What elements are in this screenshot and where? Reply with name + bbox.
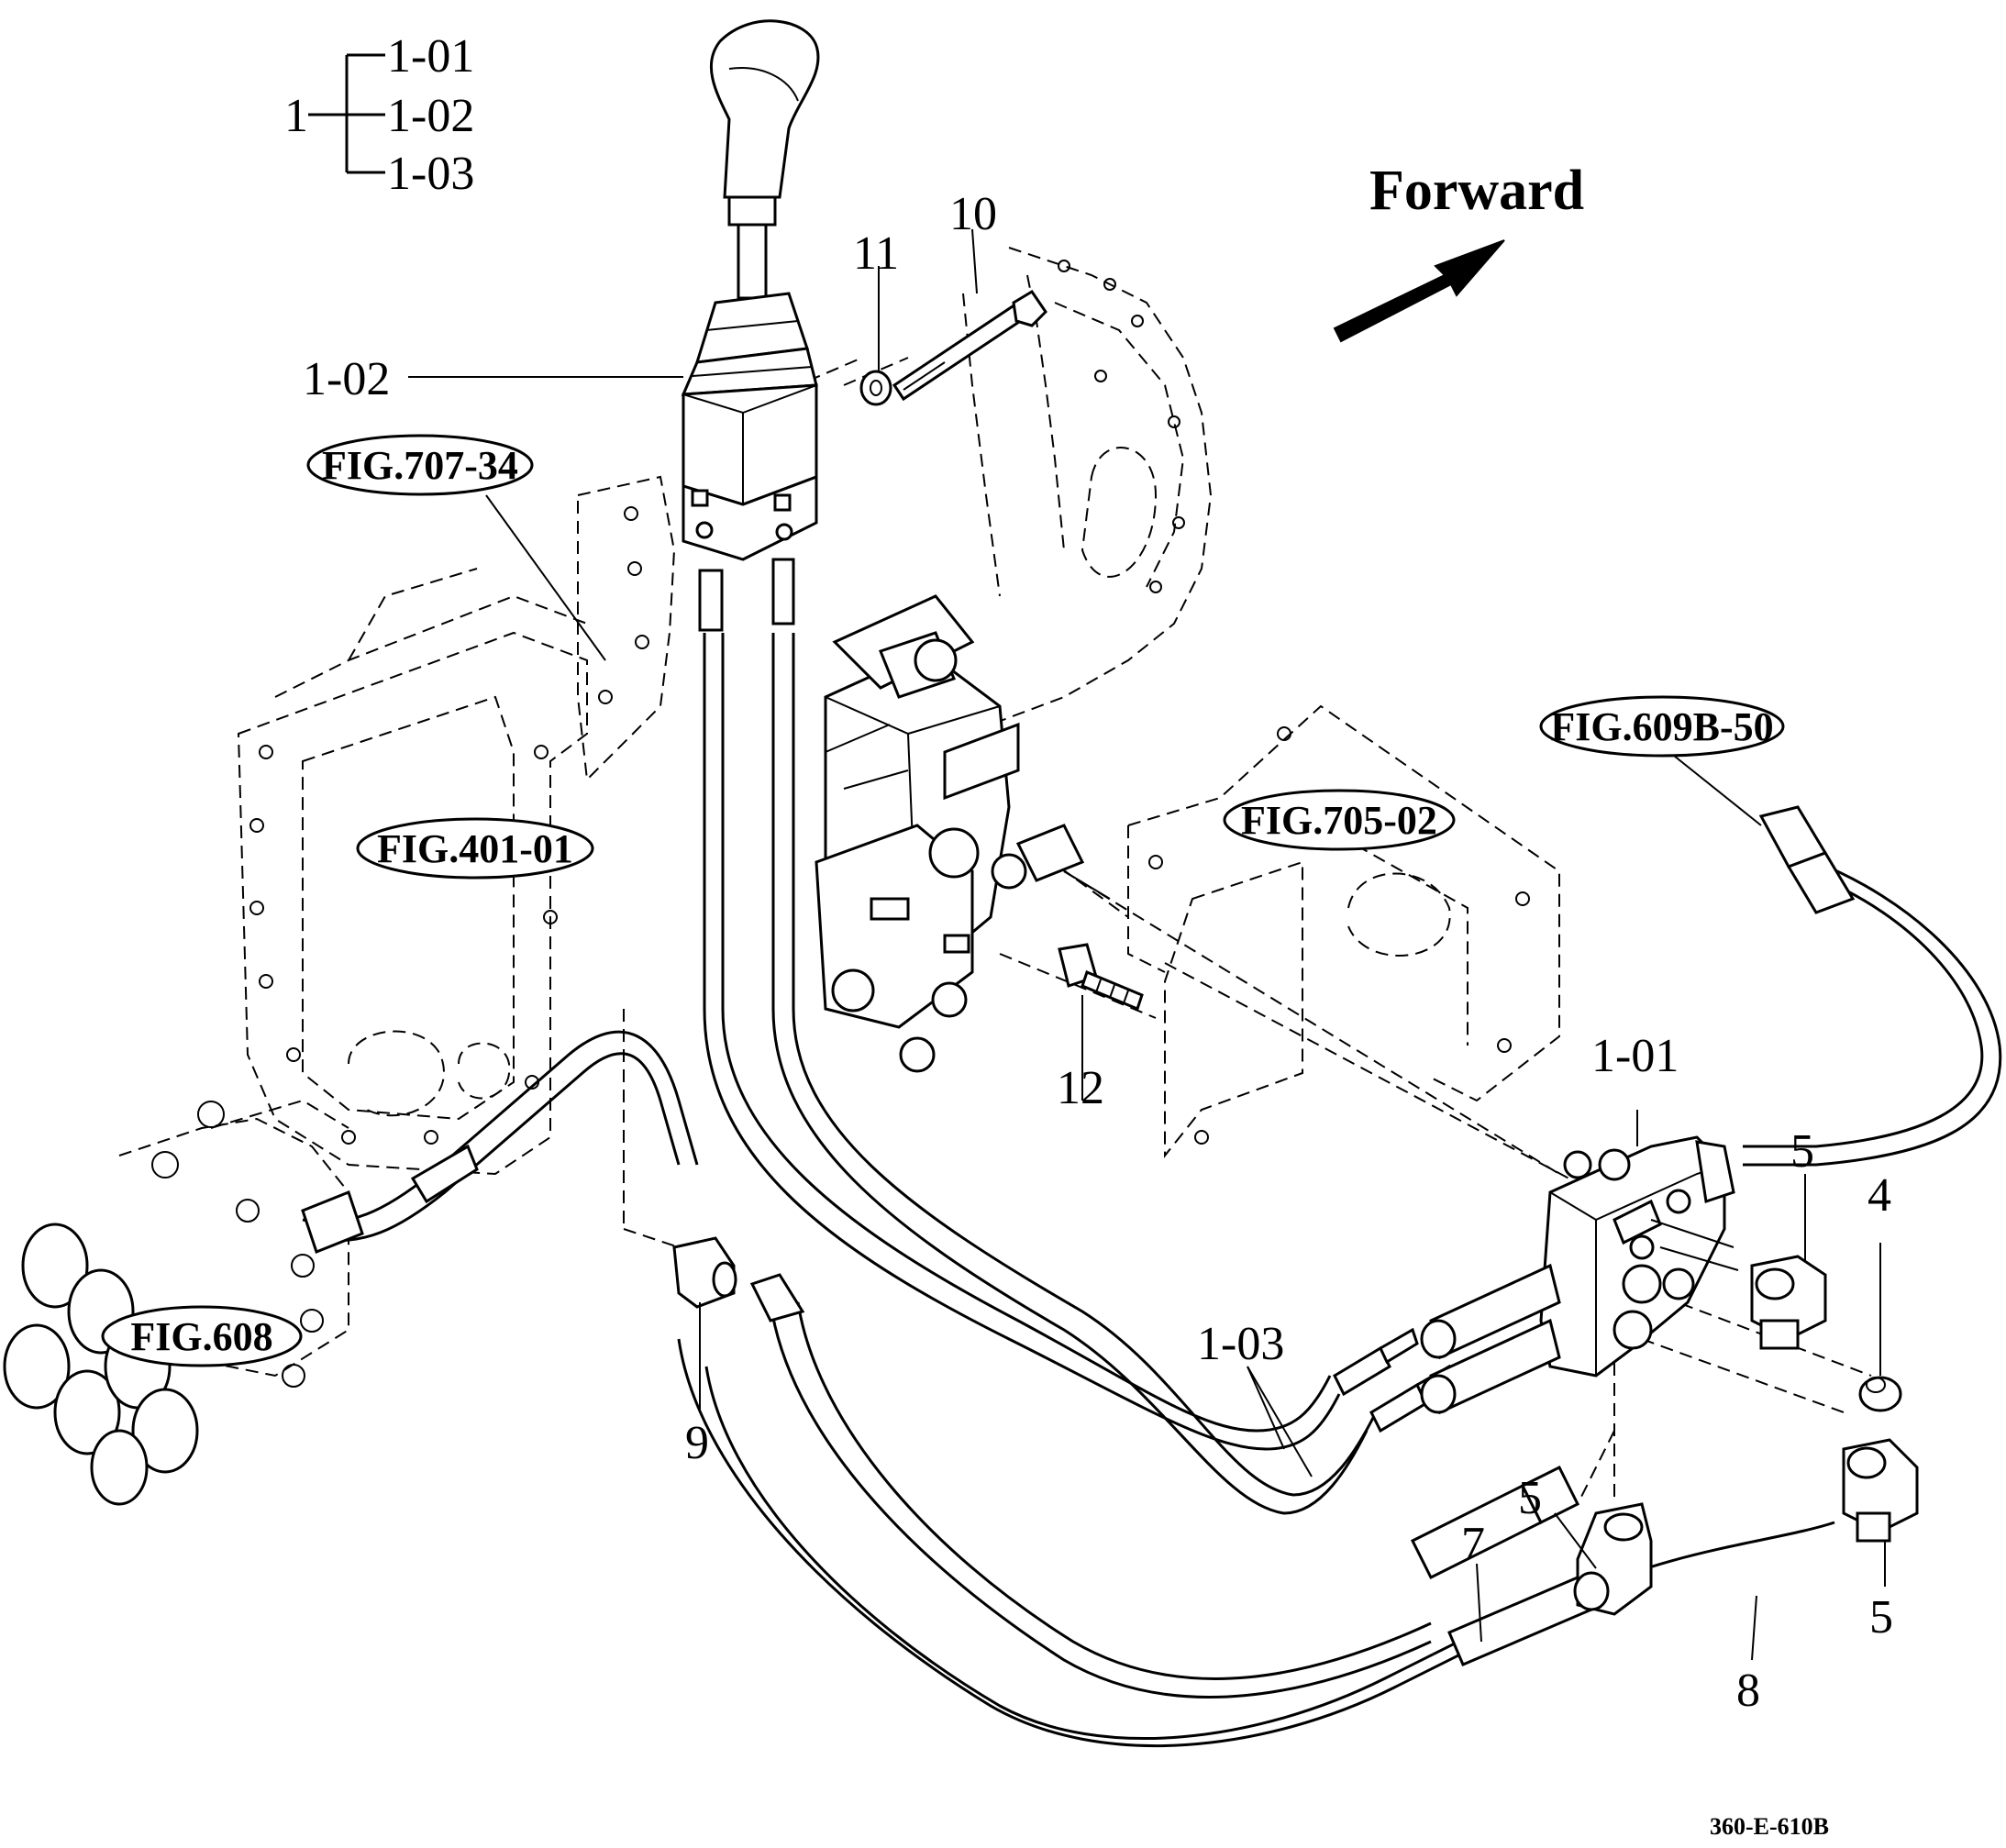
callout-8: 8 bbox=[1736, 1665, 1760, 1717]
ref-fig705-02[interactable]: FIG.705-02 bbox=[1223, 789, 1456, 851]
ref-fig707-34[interactable]: FIG.707-34 bbox=[306, 434, 534, 496]
callout-4: 4 bbox=[1867, 1169, 1891, 1222]
callout-11: 11 bbox=[853, 227, 899, 280]
hose-fig609 bbox=[1743, 805, 2002, 1167]
svg-text:FIG.609B-50: FIG.609B-50 bbox=[1550, 704, 1773, 749]
phantom-bracket-plate bbox=[577, 475, 676, 782]
callout-1-03: 1-03 bbox=[1197, 1318, 1284, 1370]
elbow-fitting-5-lower bbox=[1573, 1502, 1653, 1616]
callout-7: 7 bbox=[1461, 1518, 1485, 1570]
bolt-10 bbox=[892, 289, 1047, 402]
ref-fig401-01[interactable]: FIG.401-01 bbox=[356, 817, 594, 880]
leader-lines bbox=[408, 228, 1886, 1661]
tree-root-label: 1 bbox=[284, 90, 308, 142]
figure-references: FIG.707-34 FIG.609B-50 FIG.401-01 FIG.70… bbox=[101, 434, 1785, 1367]
elbow-fitting-5-right bbox=[1842, 1438, 1919, 1543]
joystick-lever bbox=[681, 19, 820, 632]
callouts: 1-02 10 11 12 1-01 5 4 1-03 9 5 7 5 8 bbox=[303, 188, 1893, 1717]
callout-5-right: 5 bbox=[1869, 1591, 1893, 1643]
svg-text:FIG.401-01: FIG.401-01 bbox=[377, 826, 573, 871]
valve-bank-fig608 bbox=[3, 1099, 349, 1506]
forward-direction: Forward bbox=[1333, 160, 1584, 343]
washer-11 bbox=[859, 370, 892, 406]
hose-to-fig608 bbox=[301, 1030, 699, 1254]
svg-text:FIG.705-02: FIG.705-02 bbox=[1241, 798, 1437, 843]
fitting-9 bbox=[672, 1236, 805, 1322]
tree-child-1-03: 1-03 bbox=[387, 148, 474, 200]
forward-label: Forward bbox=[1369, 160, 1584, 222]
callout-5-lower: 5 bbox=[1518, 1472, 1542, 1524]
callout-9: 9 bbox=[685, 1417, 709, 1469]
callout-10: 10 bbox=[949, 188, 997, 240]
svg-text:FIG.707-34: FIG.707-34 bbox=[322, 443, 518, 488]
control-valve-1-01 bbox=[1420, 1135, 1739, 1415]
assembly-tree: 1 1-01 1-02 1-03 bbox=[284, 30, 474, 200]
bolt-12 bbox=[1058, 943, 1144, 1012]
svg-text:FIG.608: FIG.608 bbox=[130, 1314, 272, 1359]
forward-arrow-icon bbox=[1333, 239, 1505, 343]
callout-1-02: 1-02 bbox=[303, 353, 390, 405]
callout-1-01: 1-01 bbox=[1591, 1030, 1679, 1082]
plug-4 bbox=[1858, 1376, 1902, 1412]
tree-child-1-01: 1-01 bbox=[387, 30, 474, 83]
phantom-frame-left bbox=[237, 568, 588, 1176]
callout-5-upper: 5 bbox=[1790, 1125, 1814, 1178]
ref-fig608[interactable]: FIG.608 bbox=[101, 1305, 303, 1367]
ref-fig609b-50[interactable]: FIG.609B-50 bbox=[1539, 695, 1785, 758]
callout-12: 12 bbox=[1057, 1062, 1104, 1114]
phantom-mount-block bbox=[1127, 704, 1560, 1158]
drawing-code: 360-E-610B bbox=[1710, 1813, 1829, 1840]
elbow-fitting-5-upper bbox=[1750, 1255, 1827, 1350]
tree-child-1-02: 1-02 bbox=[387, 90, 474, 142]
hydraulic-control-valve-center bbox=[815, 594, 1111, 1073]
